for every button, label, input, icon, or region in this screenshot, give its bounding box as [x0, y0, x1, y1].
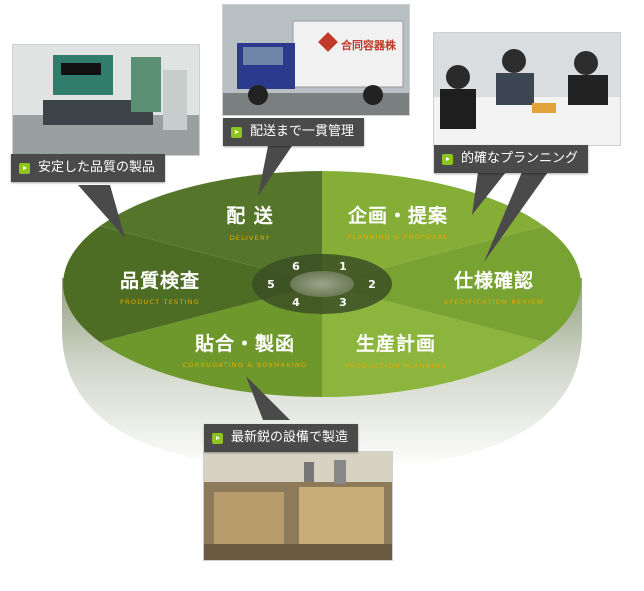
- photo-testing-machine: [12, 44, 200, 156]
- callout-planning-text: 的確なプランニング: [461, 151, 579, 166]
- segment-title-production: 生産計画: [356, 332, 436, 355]
- pointer-planning: [472, 172, 506, 215]
- sector-testing: [63, 226, 322, 342]
- sector-planning: [322, 171, 544, 284]
- callout-bullet-icon: [19, 162, 30, 174]
- segment-subtitle-planning: PLANNING & PROPOSAL: [348, 233, 449, 241]
- segment-title-spec: 仕様確認: [453, 269, 534, 292]
- step-number-2: 2: [368, 278, 376, 291]
- step-number-6: 6: [292, 260, 300, 273]
- sector-spec: [322, 226, 581, 342]
- pointer-quality: [78, 185, 125, 238]
- sector-corrugating: [100, 284, 322, 397]
- photo-production-line: [203, 451, 393, 561]
- segment-subtitle-production: PRODUCTION PLANNING: [345, 362, 447, 370]
- segment-title-corrugating: 貼合・製函: [195, 332, 295, 355]
- segment-labels: 配 送 DELIVERY 企画・提案 PLANNING & PROPOSAL 仕様確認 S…: [120, 204, 544, 370]
- segment-subtitle-testing: PRODUCT TESTING: [120, 298, 200, 306]
- callout-delivery-text: 配送まで一貫管理: [250, 124, 355, 139]
- wheel-sectors: [63, 171, 581, 397]
- sector-delivery: [100, 171, 322, 284]
- pointer-planning-2: [484, 172, 548, 262]
- segment-title-testing: 品質検査: [120, 269, 200, 292]
- callout-delivery: 配送まで一貫管理: [223, 118, 365, 146]
- step-number-1: 1: [339, 260, 347, 273]
- sector-production: [322, 284, 544, 397]
- callout-bullet-icon: [231, 126, 242, 138]
- photo-delivery-truck: 合同容器株: [222, 4, 410, 116]
- callout-equipment-text: 最新鋭の設備で製造: [231, 430, 349, 445]
- segment-title-planning: 企画・提案: [347, 204, 448, 227]
- callout-quality-text: 安定した品質の製品: [38, 160, 156, 175]
- segment-subtitle-delivery: DELIVERY: [230, 234, 271, 242]
- callout-planning: 的確なプランニング: [434, 145, 589, 173]
- step-number-4: 4: [292, 296, 300, 309]
- callout-quality: 安定した品質の製品: [11, 154, 166, 182]
- callout-equipment: 最新鋭の設備で製造: [204, 424, 359, 452]
- step-number-5: 5: [267, 278, 275, 291]
- callout-bullet-icon: [212, 432, 223, 444]
- hub-center: [290, 271, 354, 297]
- step-numbers: 1 2 3 4 5 6: [267, 260, 376, 309]
- pointer-delivery: [258, 146, 292, 196]
- pointer-equipment: [246, 376, 290, 420]
- callout-pointers: [78, 146, 548, 420]
- photo-planning-meeting: [433, 32, 621, 146]
- callout-bullet-icon: [442, 153, 453, 165]
- truck-sign: 合同容器株: [341, 38, 397, 52]
- segment-subtitle-spec: SPECIFICATION REVIEW: [444, 298, 544, 306]
- step-number-3: 3: [339, 296, 347, 309]
- segment-title-delivery: 配 送: [226, 204, 274, 227]
- segment-subtitle-corrugating: CORRUGATING & BOXMAKING: [183, 361, 308, 369]
